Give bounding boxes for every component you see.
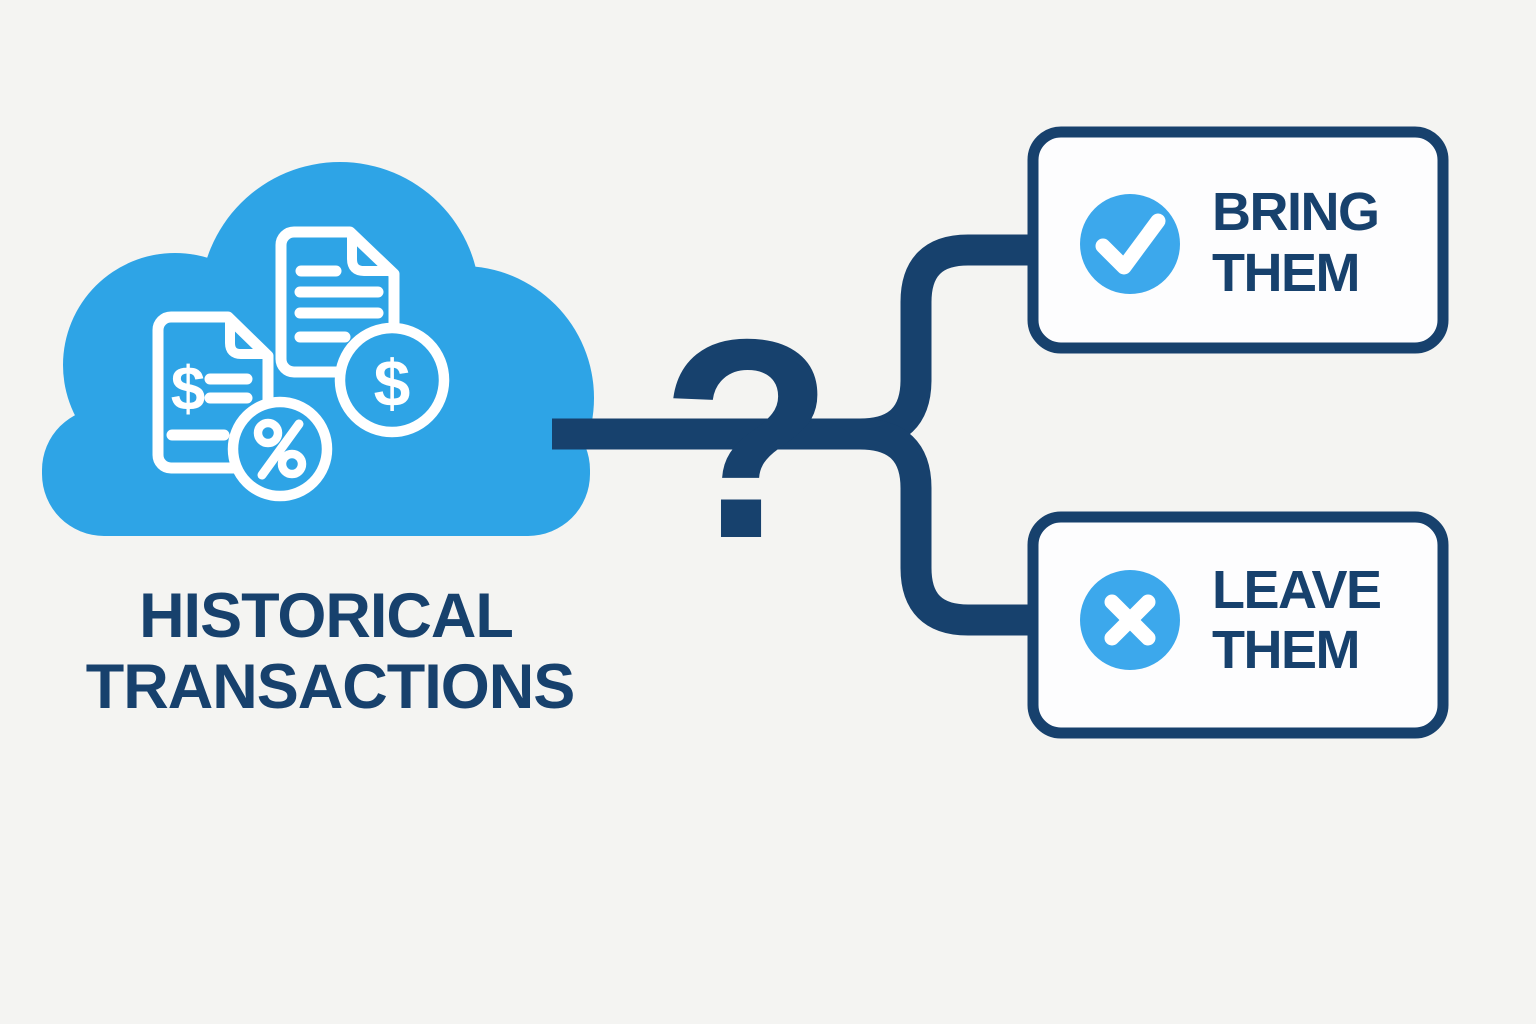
branch-bottom (859, 418, 1036, 636)
option-bring-label-line1: BRING (1212, 182, 1379, 242)
cloud-label-line2: TRANSACTIONS (86, 652, 575, 722)
x-icon (1104, 594, 1156, 646)
branch-top (859, 234, 1036, 450)
cloud-label-line1: HISTORICAL (139, 581, 513, 651)
cloud-label: HISTORICAL TRANSACTIONS (86, 581, 576, 722)
coin-dollar-sign: $ (374, 346, 411, 420)
percent-icon (227, 396, 333, 502)
dollar-coin-icon: $ (334, 322, 450, 438)
option-box-leave-them: LEAVE THEM (1027, 511, 1449, 739)
option-box-bring-them: BRING THEM (1027, 126, 1449, 354)
invoice-dollar-sign: $ (171, 355, 205, 424)
option-leave-label-line2: THEM (1212, 620, 1359, 680)
option-leave-label-line1: LEAVE (1212, 560, 1381, 620)
check-icon (1095, 213, 1166, 275)
folded-corner (347, 230, 395, 276)
question-mark: ? (660, 281, 833, 598)
check-circle (1080, 194, 1180, 294)
connector-lines (552, 234, 1036, 636)
option-bring-label-line2: THEM (1212, 243, 1359, 303)
folded-corner (225, 315, 270, 359)
